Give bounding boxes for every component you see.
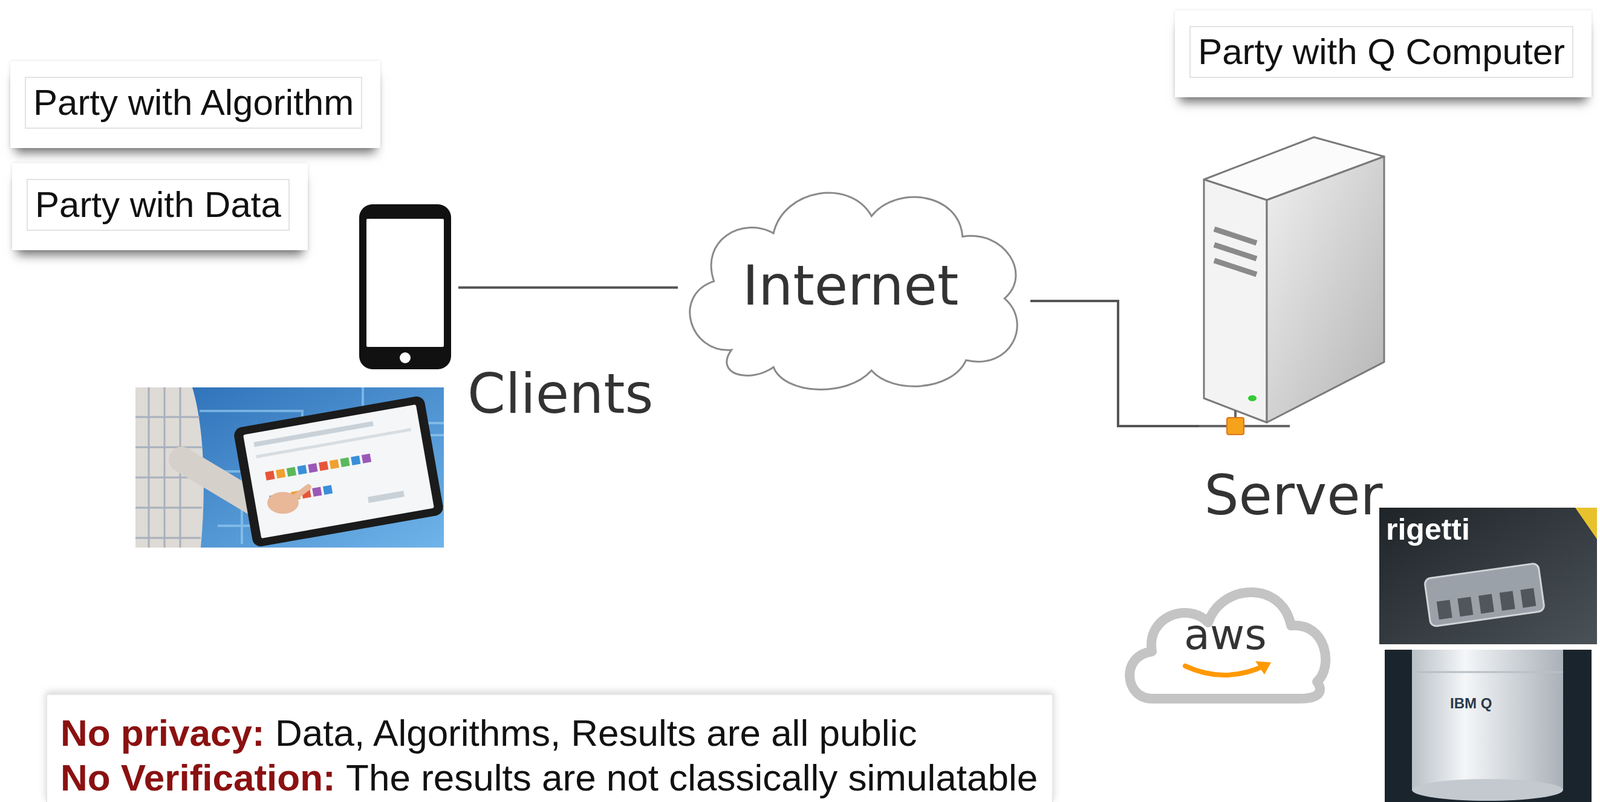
- tablet-photo-part-part-part: [367, 491, 405, 504]
- note-heading: No Verification:: [60, 757, 336, 799]
- logo-text: IBM Q: [1450, 695, 1492, 713]
- tablet-photo-part-part-part: [232, 395, 444, 548]
- aws-logo: [1129, 592, 1326, 700]
- aws-logo-part: [1255, 661, 1272, 675]
- label-holder: aws: [1183, 609, 1267, 661]
- tablet-photo-part-part-part: [297, 465, 308, 475]
- party-label: Party with Algorithm: [24, 76, 363, 129]
- server-led: [1248, 395, 1257, 402]
- note-text: Data, Algorithms, Results are all public: [275, 712, 917, 755]
- phone-button: [399, 352, 411, 364]
- rigetti-photo-part: [1379, 507, 1597, 645]
- party-card: Party with Q Computer: [1174, 10, 1592, 98]
- tablet-photo-part-part-part: [318, 461, 329, 472]
- ibm-q-photo-part: [1384, 650, 1592, 802]
- server-shape: [1199, 132, 1388, 439]
- logo-text: rigetti: [1385, 511, 1470, 548]
- aws-logo-part: [1129, 592, 1326, 700]
- ibm-q-photo-part: [1411, 671, 1564, 674]
- rigetti-photo-part-part: [1424, 562, 1545, 628]
- network-connector: [1226, 417, 1244, 435]
- note-line: No Verification:The results are not clas…: [60, 755, 1038, 801]
- note-panel: No privacy:Data, Algorithms, Results are…: [45, 694, 1054, 802]
- note-text: The results are not classically simulata…: [345, 757, 1038, 799]
- connector-line: [458, 286, 678, 290]
- tablet-photo-part-part: [135, 387, 444, 548]
- server-vent: [1214, 260, 1257, 275]
- client-phone: Clients: [359, 204, 452, 370]
- party-card: Party with Algorithm: [10, 61, 381, 149]
- server-vent: [1214, 229, 1257, 244]
- rigetti-photo-part-part: [1478, 594, 1495, 615]
- tablet-photo-part-part-part: [350, 455, 361, 466]
- rigetti-photo-part-part: [1436, 599, 1453, 620]
- tablet-photo: [135, 387, 445, 548]
- node-label: Clients: [467, 362, 654, 426]
- tablet-photo-part-part-part: [361, 454, 372, 464]
- rigetti-photo-part: [1424, 562, 1545, 628]
- ibm-q-photo: [1384, 650, 1592, 802]
- rigetti-photo: [1379, 507, 1597, 645]
- server-tower: Server: [1199, 132, 1388, 439]
- tablet-photo-part-part-part: [264, 471, 275, 481]
- server-side: [1266, 156, 1385, 423]
- server-vent: [1214, 244, 1257, 259]
- phone-body: [359, 204, 452, 370]
- rigetti-photo-part: [1575, 507, 1597, 540]
- tablet-photo-part-part-part: [322, 484, 333, 495]
- connector-line: [1030, 301, 1200, 427]
- tablet-photo-part-part-part: [312, 487, 322, 498]
- node-label: Internet: [742, 254, 959, 318]
- tablet-photo-part-part-part: [243, 404, 435, 539]
- node-label: Server: [1203, 464, 1383, 528]
- party-label: Party with Data: [26, 178, 290, 231]
- aws-logo-part: [1185, 666, 1264, 676]
- note-line: No privacy:Data, Algorithms, Results are…: [60, 711, 1038, 756]
- label-holder: rigetti: [1385, 511, 1470, 548]
- note-heading: No privacy:: [60, 712, 265, 755]
- tablet-photo-part-part-part: [339, 457, 350, 468]
- server-front: [1203, 179, 1267, 423]
- internet-cloud: Internet: [675, 178, 1026, 394]
- rigetti-photo-part-part: [1520, 588, 1536, 609]
- tablet-photo-part-part-part: [255, 428, 412, 459]
- phone-shape: [359, 204, 452, 370]
- tablet-photo-part-part-part: [329, 459, 340, 470]
- party-label: Party with Q Computer: [1189, 26, 1574, 79]
- label-holder: IBM Q: [1450, 695, 1492, 713]
- logo-text: aws: [1183, 609, 1267, 661]
- rigetti-photo-part-part: [1457, 597, 1474, 618]
- tablet-photo-part-part: [232, 395, 444, 548]
- tablet-photo-part-part-part: [253, 421, 374, 448]
- ibm-q-photo-part: [1411, 650, 1564, 791]
- tablet-photo-part-part-part: [275, 469, 286, 479]
- tablet-photo-part-part-part: [307, 463, 318, 473]
- party-card: Party with Data: [12, 163, 308, 251]
- phone-screen: [366, 218, 444, 348]
- ibm-q-photo-part: [1411, 779, 1564, 802]
- tablet-photo-part: [135, 387, 444, 548]
- tablet-photo-part-part-part: [286, 466, 297, 477]
- rigetti-photo-part-part: [1499, 591, 1516, 612]
- cloud-outline: [689, 192, 1018, 390]
- tablet-photo-part-part: [293, 487, 309, 499]
